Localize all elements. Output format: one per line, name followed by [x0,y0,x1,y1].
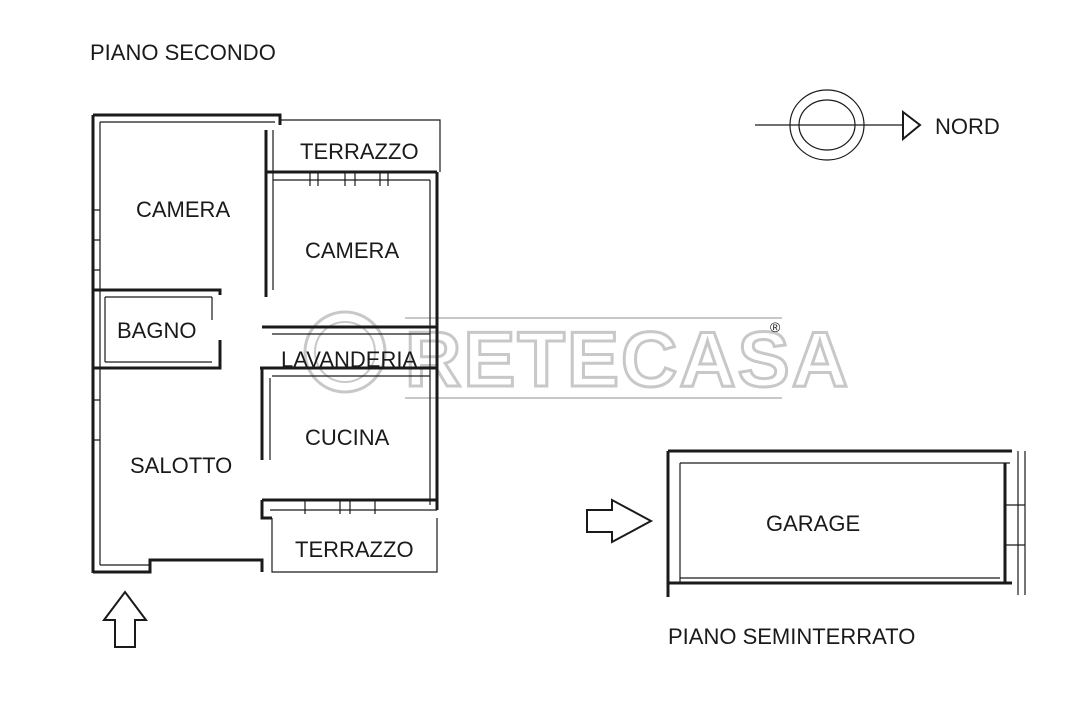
room-garage-label: GARAGE [766,511,860,536]
entrance-arrow-icon [102,590,148,648]
upper-floor-title: PIANO SECONDO [90,40,276,65]
room-camera-2-label: CAMERA [305,238,399,263]
basement-title: PIANO SEMINTERRATO [668,624,915,649]
registered-mark: ® [770,319,781,335]
room-lavanderia-label: LAVANDERIA [281,347,417,372]
room-bagno-label: BAGNO [117,318,196,343]
room-cucina-label: CUCINA [305,425,390,450]
north-arrow-icon [755,89,922,161]
retecasa-watermark: RETECASA ® [303,310,850,405]
garage-entrance-arrow-icon [586,498,654,544]
watermark-text: RETECASA [405,315,850,403]
room-camera-1-label: CAMERA [136,197,230,222]
north-label: NORD [935,114,1000,139]
room-terrazzo-top-label: TERRAZZO [300,139,419,164]
garage-walls [666,449,1026,597]
room-terrazzo-bottom-label: TERRAZZO [295,537,414,562]
room-salotto-label: SALOTTO [130,453,232,478]
upper-floor-walls [91,113,441,574]
